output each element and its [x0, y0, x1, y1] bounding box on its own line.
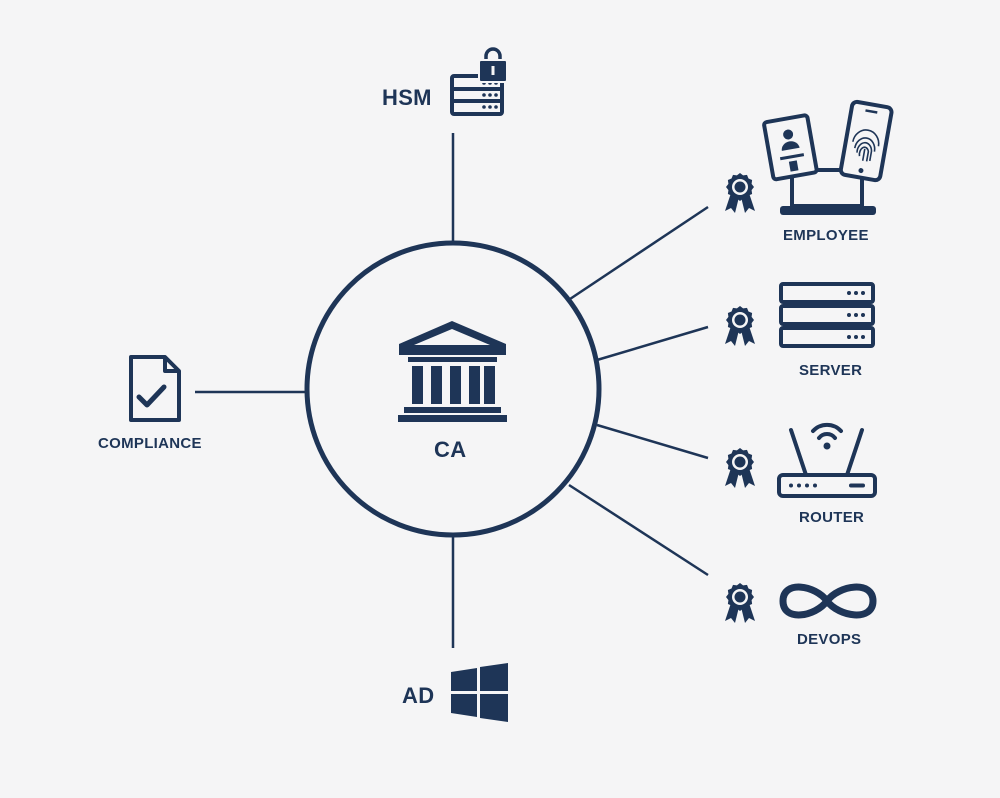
- connector-lines: [195, 133, 709, 648]
- devops-label: DEVOPS: [797, 631, 862, 648]
- ca-label: CA: [434, 437, 467, 462]
- hsm-label: HSM: [382, 85, 432, 110]
- checked-document-icon: [129, 355, 181, 422]
- ad-label: AD: [402, 683, 435, 708]
- employee-label: EMPLOYEE: [783, 227, 869, 244]
- windows-logo-icon: [451, 663, 508, 722]
- server-label: SERVER: [799, 362, 863, 379]
- connector-router: [596, 423, 709, 460]
- server-rack-icon: [779, 282, 875, 348]
- infinity-loop-icon: [779, 583, 877, 619]
- wifi-router-icon: [777, 422, 877, 498]
- ca-circle: [304, 240, 602, 538]
- locked-server-icon: [450, 47, 508, 116]
- connector-employee: [569, 205, 709, 301]
- bank-building-icon: [398, 321, 507, 422]
- connector-devops: [568, 483, 709, 577]
- certificate-ribbon-icon: [725, 306, 755, 346]
- certificate-ribbon-icon: [725, 448, 755, 488]
- badge-group: [725, 173, 755, 623]
- router-label: ROUTER: [799, 509, 865, 526]
- connector-server: [596, 325, 709, 362]
- certificate-ribbon-icon: [725, 583, 755, 623]
- certificate-ribbon-icon: [725, 173, 755, 213]
- compliance-label: COMPLIANCE: [98, 435, 202, 452]
- laptop-id-card-fingerprint-phone-icon: [762, 99, 894, 215]
